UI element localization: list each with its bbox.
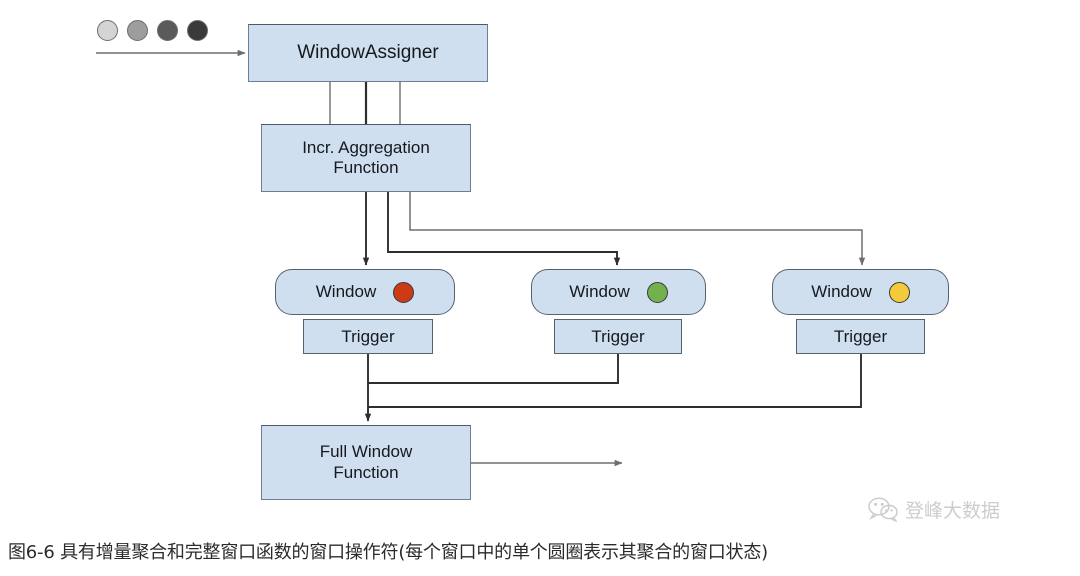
- node-window-assigner-label: WindowAssigner: [297, 41, 439, 63]
- node-incr-aggregation-function: Incr. Aggregation Function: [261, 124, 471, 192]
- connector-agg-to-window-3: [409, 192, 866, 266]
- window-1-label: Window: [315, 282, 377, 301]
- trigger-2: Trigger: [554, 319, 682, 354]
- node-incr-aggregation-function-label: Incr. Aggregation Function: [302, 137, 430, 177]
- window-3-state-dot: [888, 281, 910, 303]
- window-2: Window: [531, 269, 706, 315]
- connector-trigger-2-to-full-window: [368, 354, 619, 384]
- window-2-label: Window: [569, 282, 630, 301]
- input-event-stream: [97, 20, 208, 41]
- event-circle-1: [97, 20, 118, 41]
- event-circle-3: [157, 20, 178, 41]
- window-3-label: Window: [811, 282, 872, 301]
- node-full-window-function: Full Window Function: [261, 425, 471, 500]
- event-circle-2: [127, 20, 148, 41]
- event-circle-4: [187, 20, 208, 41]
- window-1: Window: [275, 269, 455, 315]
- connector-agg-to-window-2: [387, 192, 621, 266]
- trigger-3: Trigger: [796, 319, 925, 354]
- trigger-3-label: Trigger: [833, 326, 888, 346]
- node-full-window-function-label: Full Window Function: [319, 442, 413, 482]
- trigger-2-label: Trigger: [591, 326, 645, 346]
- trigger-1-label: Trigger: [341, 326, 395, 346]
- watermark-text: 登峰大数据: [905, 500, 1001, 522]
- connector-trigger-3-to-full-window: [368, 354, 862, 408]
- wechat-icon: [868, 497, 898, 522]
- node-window-assigner: WindowAssigner: [248, 24, 488, 82]
- figure-caption: 图6-6 具有增量聚合和完整窗口函数的窗口操作符(每个窗口中的单个圆圈表示其聚合…: [8, 542, 768, 563]
- window-1-state-dot: [393, 281, 415, 303]
- window-2-state-dot: [646, 281, 668, 303]
- watermark: 登峰大数据: [868, 496, 1000, 523]
- window-3: Window: [772, 269, 949, 315]
- trigger-1: Trigger: [303, 319, 433, 354]
